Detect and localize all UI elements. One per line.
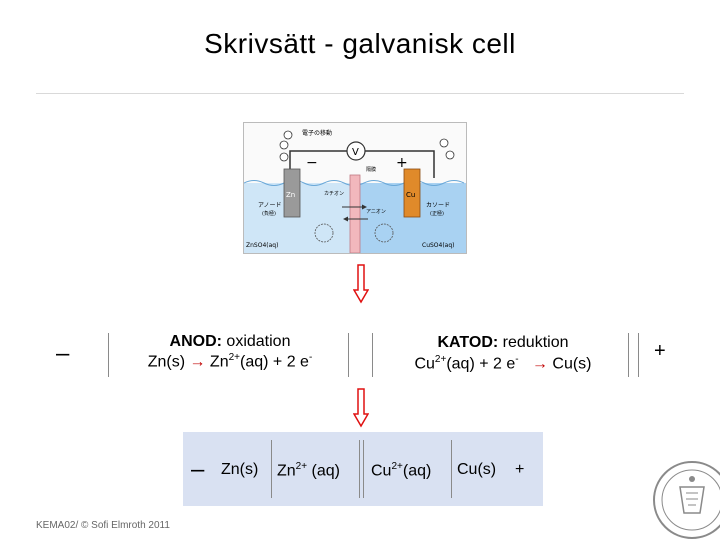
divider-line (372, 333, 373, 377)
notation-cu-ion: Cu2+(aq) (371, 461, 432, 480)
down-arrow-icon (353, 264, 369, 304)
cathode-sub-label: (正極) (430, 210, 444, 217)
membrane (349, 174, 361, 254)
zn-electrode (283, 168, 301, 218)
electron-flow-label: 電子の移動 (302, 129, 332, 137)
anion-move-label: アニオン (366, 209, 386, 215)
anode-sub-label: (負極) (262, 210, 276, 217)
title-divider (36, 93, 684, 94)
zn-electrode-label: Zn (286, 191, 295, 199)
cu-electrode (403, 168, 421, 218)
anode-label: アノード (258, 202, 281, 209)
electron-icon (279, 140, 289, 150)
anode-minus-sign: – (56, 340, 70, 367)
salt-bridge-line (359, 440, 360, 498)
salt-bridge-line (363, 440, 364, 498)
electron-icon (283, 130, 293, 140)
left-solution-label: ZnSO4(aq) (246, 242, 278, 249)
cathode-plus-sign: + (654, 340, 666, 362)
notation-minus-sign: – (191, 456, 205, 483)
slide-title: Skrivsätt - galvanisk cell (204, 28, 516, 59)
zn-ion-icon (314, 223, 334, 243)
membrane-label: 隔膜 (366, 166, 376, 173)
notation-plus-sign: + (515, 461, 525, 478)
voltmeter-icon (346, 141, 366, 161)
galvanic-cell-diagram: V 電子の移動 − + 隔膜 Zn Cu アノード (負極) カソード (正極)… (243, 122, 467, 254)
phase-boundary (451, 440, 452, 498)
divider-line (348, 333, 349, 377)
anode-equation: Zn(s) → Zn2+(aq) + 2 e- (147, 352, 313, 371)
electron-icon (279, 152, 289, 162)
right-solution-label: CuSO4(aq) (422, 242, 455, 249)
cu-ion-icon (374, 223, 394, 243)
down-arrow-icon (353, 388, 369, 428)
cathode-title: KATOD: reduktion (437, 334, 569, 351)
anode-minus-sign: − (306, 155, 318, 171)
anode-title: ANOD: oxidation (169, 333, 291, 350)
footer-credit: KEMA02/ © Sofi Elmroth 2011 (36, 520, 170, 531)
cathode-label: カソード (426, 202, 450, 209)
cathode-plus-sign: + (396, 155, 408, 171)
electron-icon (439, 138, 449, 148)
divider-line (638, 333, 639, 377)
divider-line (628, 333, 629, 377)
cation-move-label: カチオン (324, 191, 344, 197)
voltmeter-label: V (352, 147, 359, 158)
cell-notation-box: – Zn(s) Zn2+ (aq) Cu2+(aq) Cu(s) + (183, 432, 543, 506)
notation-zn-ion: Zn2+ (aq) (277, 461, 340, 480)
cell-illustration: V 電子の移動 − + 隔膜 Zn Cu アノード (負極) カソード (正極)… (243, 129, 466, 254)
electron-icon (445, 150, 455, 160)
notation-zn-s: Zn(s) (221, 461, 259, 478)
university-seal-icon (653, 461, 720, 539)
cathode-equation: Cu2+(aq) + 2 e- → Cu(s) (414, 354, 592, 373)
phase-boundary (271, 440, 272, 498)
cu-electrode-label: Cu (406, 191, 415, 199)
notation-cu-s: Cu(s) (457, 461, 497, 478)
divider-line (108, 333, 109, 377)
